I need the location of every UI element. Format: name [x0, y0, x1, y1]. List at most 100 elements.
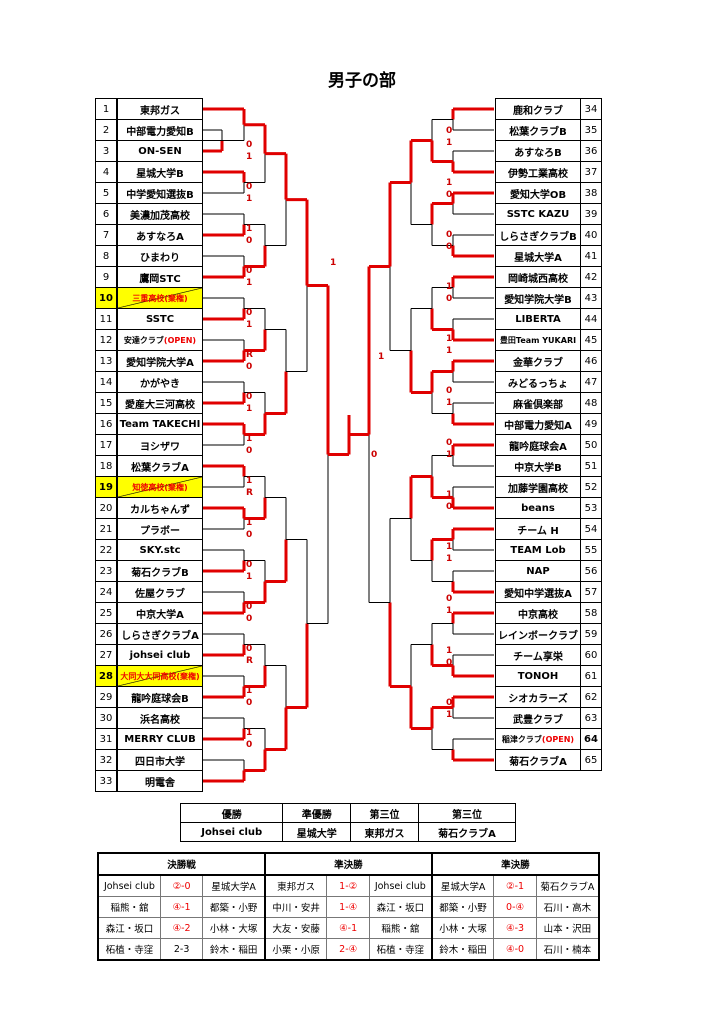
team-name: 愛知大学OB — [495, 182, 581, 204]
score-right-bottom: 1 — [446, 398, 453, 408]
team-name: レインボークラブ — [495, 623, 581, 645]
score-left-top: R — [246, 350, 253, 360]
team-name: 佐屋クラブ — [117, 581, 203, 603]
team-number: 7 — [95, 224, 117, 246]
score-right-bottom: 1 — [446, 138, 453, 148]
team-number: 23 — [95, 560, 117, 582]
team-name-label: 愛知大学OB — [509, 189, 567, 201]
score-right-top: 1 — [446, 646, 453, 656]
team-number: 56 — [580, 560, 602, 582]
team-name: NAP — [495, 560, 581, 582]
team-name-label: しらさぎクラブA — [121, 630, 199, 642]
team-name: 中京大学B — [495, 455, 581, 477]
score-right-bottom: 0 — [446, 242, 453, 252]
team-number: 8 — [95, 245, 117, 267]
team-number: 36 — [580, 140, 602, 162]
score-left-bottom: 1 — [246, 320, 253, 330]
team-name: 愛産大三河高校 — [117, 392, 203, 414]
team-number: 3 — [95, 140, 117, 162]
match-score: ④-1 — [159, 896, 204, 918]
score-right-bottom: 1 — [446, 450, 453, 460]
score-right-top: 1 — [446, 178, 453, 188]
team-number: 19 — [95, 476, 117, 498]
team-number: 47 — [580, 371, 602, 393]
team-name: 鹿和クラブ — [495, 98, 581, 120]
team-name: チーム享栄 — [495, 644, 581, 666]
team-number: 40 — [580, 224, 602, 246]
team-number: 48 — [580, 392, 602, 414]
team-number: 11 — [95, 308, 117, 330]
team-name: 伊勢工業高校 — [495, 161, 581, 183]
team-name-label: 美濃加茂高校 — [130, 210, 190, 222]
team-number: 46 — [580, 350, 602, 372]
team-name: 安達クラブ(OPEN) — [117, 329, 203, 351]
team-name-label: 中京大学A — [136, 609, 184, 621]
team-name: 稲津クラブ(OPEN) — [495, 728, 581, 750]
team-name: TONOH — [495, 665, 581, 687]
team-number: 39 — [580, 203, 602, 225]
player-pair: 石川・楠本 — [535, 938, 600, 961]
player-pair: Johsei club — [97, 874, 161, 897]
page-title: 男子の部 — [328, 71, 396, 91]
match-score: ②-1 — [493, 874, 537, 897]
team-name: 四日市大学 — [117, 749, 203, 771]
team-name: 豊田Team YUKARI — [495, 329, 581, 351]
score-right-top: 0 — [446, 230, 453, 240]
team-name-label: ON-SEN — [138, 145, 182, 157]
team-name-label: 鷹岡STC — [139, 273, 181, 285]
score-left-top: 0 — [246, 560, 253, 570]
team-name: 金華クラブ — [495, 350, 581, 372]
team-name: 中京高校 — [495, 602, 581, 624]
match-score: ④-2 — [159, 917, 204, 939]
team-name-label: 星城大学A — [514, 252, 562, 264]
team-name-label: 中京大学B — [514, 462, 562, 474]
podium-table: 優勝 準優勝 第三位 第三位 Johsei club 星城大学 東邦ガス 菊石ク… — [179, 803, 517, 842]
semifinal-header-1: 準決勝 — [263, 852, 433, 876]
score-left-bottom: R — [246, 488, 253, 498]
team-name: プラボー — [117, 518, 203, 540]
team-number: 57 — [580, 581, 602, 603]
team-name: LIBERTA — [495, 308, 581, 330]
team-name: TEAM Lob — [495, 539, 581, 561]
team-name: 愛知学院大学B — [495, 287, 581, 309]
team-name: SKY.stc — [117, 539, 203, 561]
team-name-label: 稲津クラブ — [501, 734, 542, 744]
podium-third-1: 東邦ガス — [350, 822, 419, 842]
team-name: SSTC KAZU — [495, 203, 581, 225]
team-name: 浜名高校 — [117, 707, 203, 729]
team-name: 美濃加茂高校 — [117, 203, 203, 225]
team-name-label: 愛知中学選抜A — [504, 588, 572, 600]
team-number: 62 — [580, 686, 602, 708]
team-name: SSTC — [117, 308, 203, 330]
team-name: 加藤学園高校 — [495, 476, 581, 498]
team-number: 63 — [580, 707, 602, 729]
team-name-label: johsei club — [129, 649, 191, 661]
team-name-label: 愛知学院大学A — [126, 357, 194, 369]
score-left-top: 0 — [246, 140, 253, 150]
team-name: 三重高校(棄権) — [117, 287, 203, 309]
score-left-bottom: 1 — [246, 278, 253, 288]
team-number: 61 — [580, 665, 602, 687]
team-name: 鷹岡STC — [117, 266, 203, 288]
player-pair: 東邦ガス — [263, 874, 328, 897]
semifinal-header-2: 準決勝 — [430, 852, 600, 876]
team-name: 岡崎城西高校 — [495, 266, 581, 288]
score-right-top: 1 — [446, 542, 453, 552]
team-name-label: 愛産大三河高校 — [125, 399, 195, 411]
team-name: 松葉クラブA — [117, 455, 203, 477]
podium-header-champion: 優勝 — [179, 803, 284, 823]
team-number: 42 — [580, 266, 602, 288]
player-pair: 小栗・小原 — [263, 938, 328, 961]
score-left-top: 1 — [246, 518, 253, 528]
match-score: 2-④ — [326, 938, 370, 961]
team-number: 49 — [580, 413, 602, 435]
team-number: 44 — [580, 308, 602, 330]
team-name-label: 中学愛知選抜B — [126, 189, 194, 201]
score-right-top: 1 — [446, 282, 453, 292]
team-name: 菊石クラブA — [495, 749, 581, 771]
score-left-top: 0 — [246, 602, 253, 612]
team-name: 愛知中学選抜A — [495, 581, 581, 603]
team-name-label: 愛知学院大学B — [504, 294, 572, 306]
score-left-bottom: 0 — [246, 446, 253, 456]
